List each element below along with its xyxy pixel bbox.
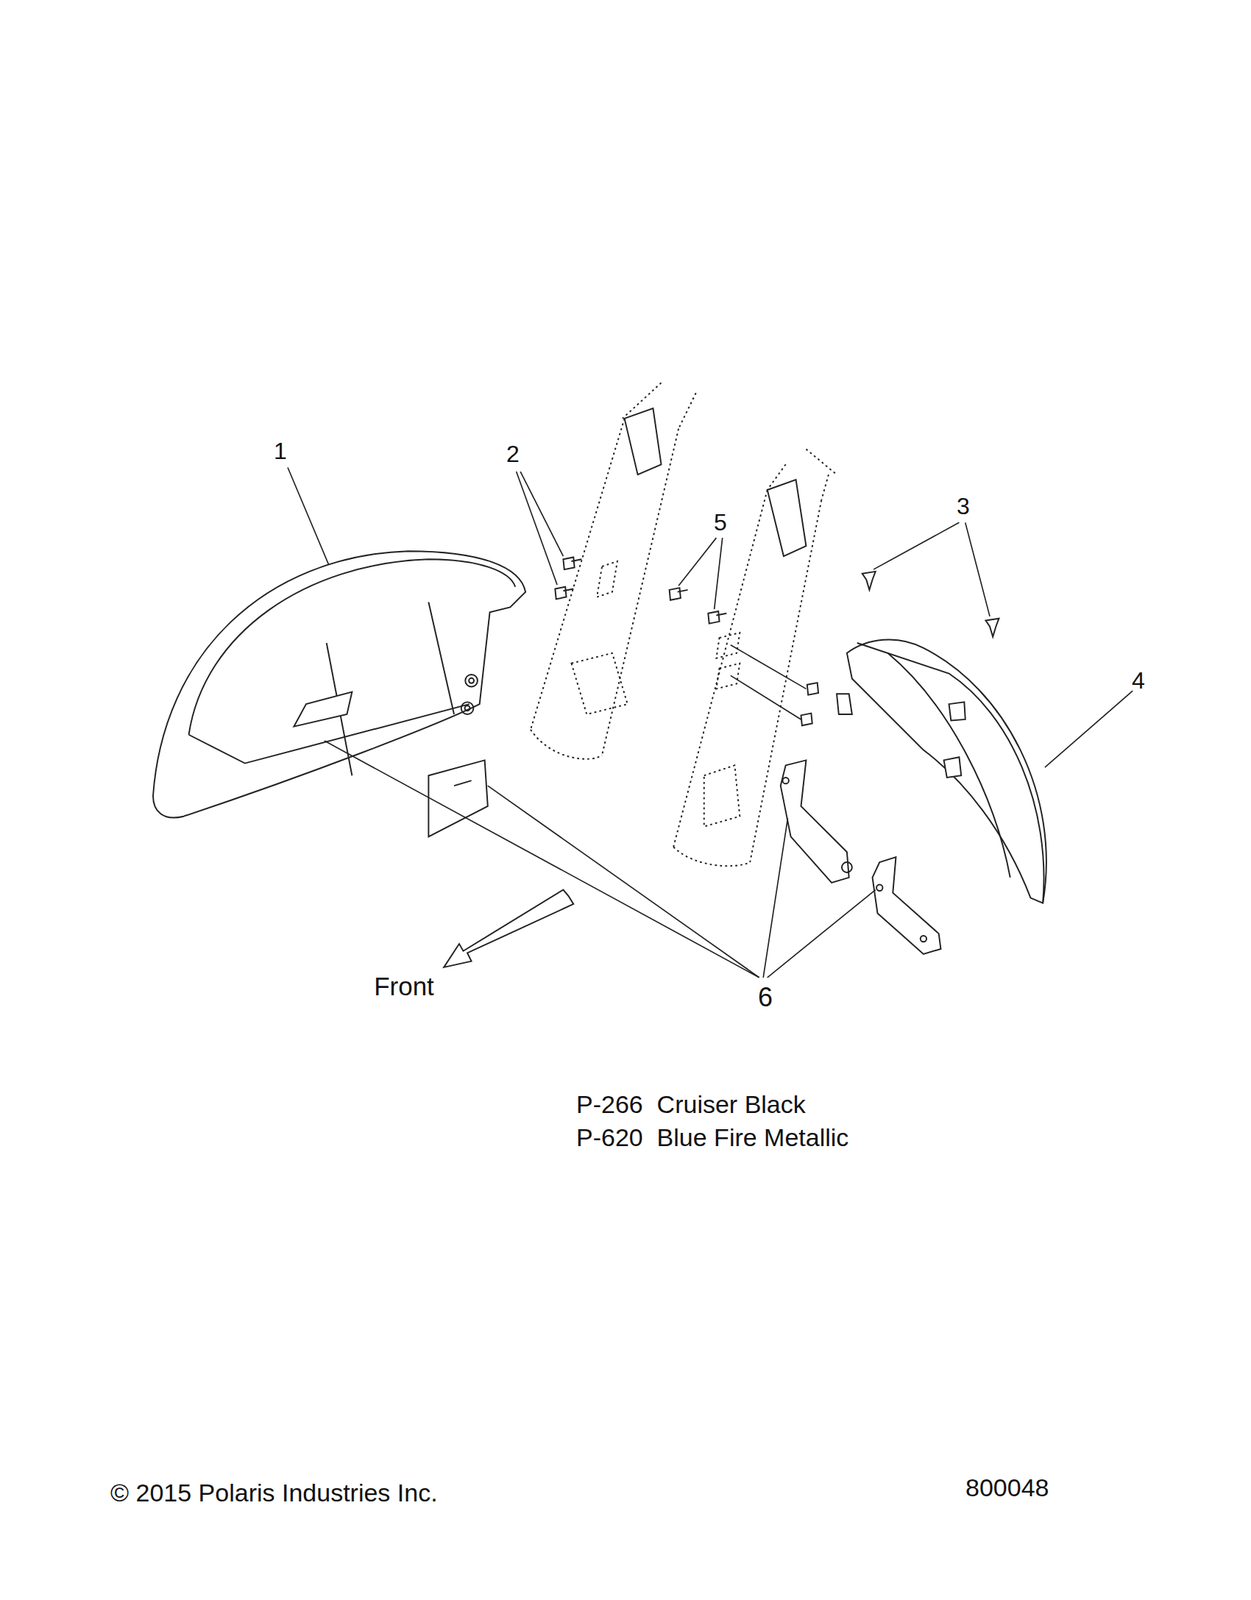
callout-number: 6 [757, 983, 773, 1013]
callout-number: 2 [506, 441, 520, 468]
callout-number: 5 [713, 509, 728, 536]
copyright-note: © 2015 Polaris Industries Inc. [110, 1479, 438, 1508]
callout-number: 3 [956, 493, 970, 520]
callout-number: 1 [273, 438, 287, 465]
callout-number: 4 [1131, 668, 1146, 694]
color-note: P-266 Cruiser Black [576, 1091, 806, 1119]
direction-label: Front [373, 972, 435, 1002]
figure-number: 800048 [965, 1474, 1049, 1502]
color-note: P-620 Blue Fire Metallic [576, 1124, 849, 1152]
